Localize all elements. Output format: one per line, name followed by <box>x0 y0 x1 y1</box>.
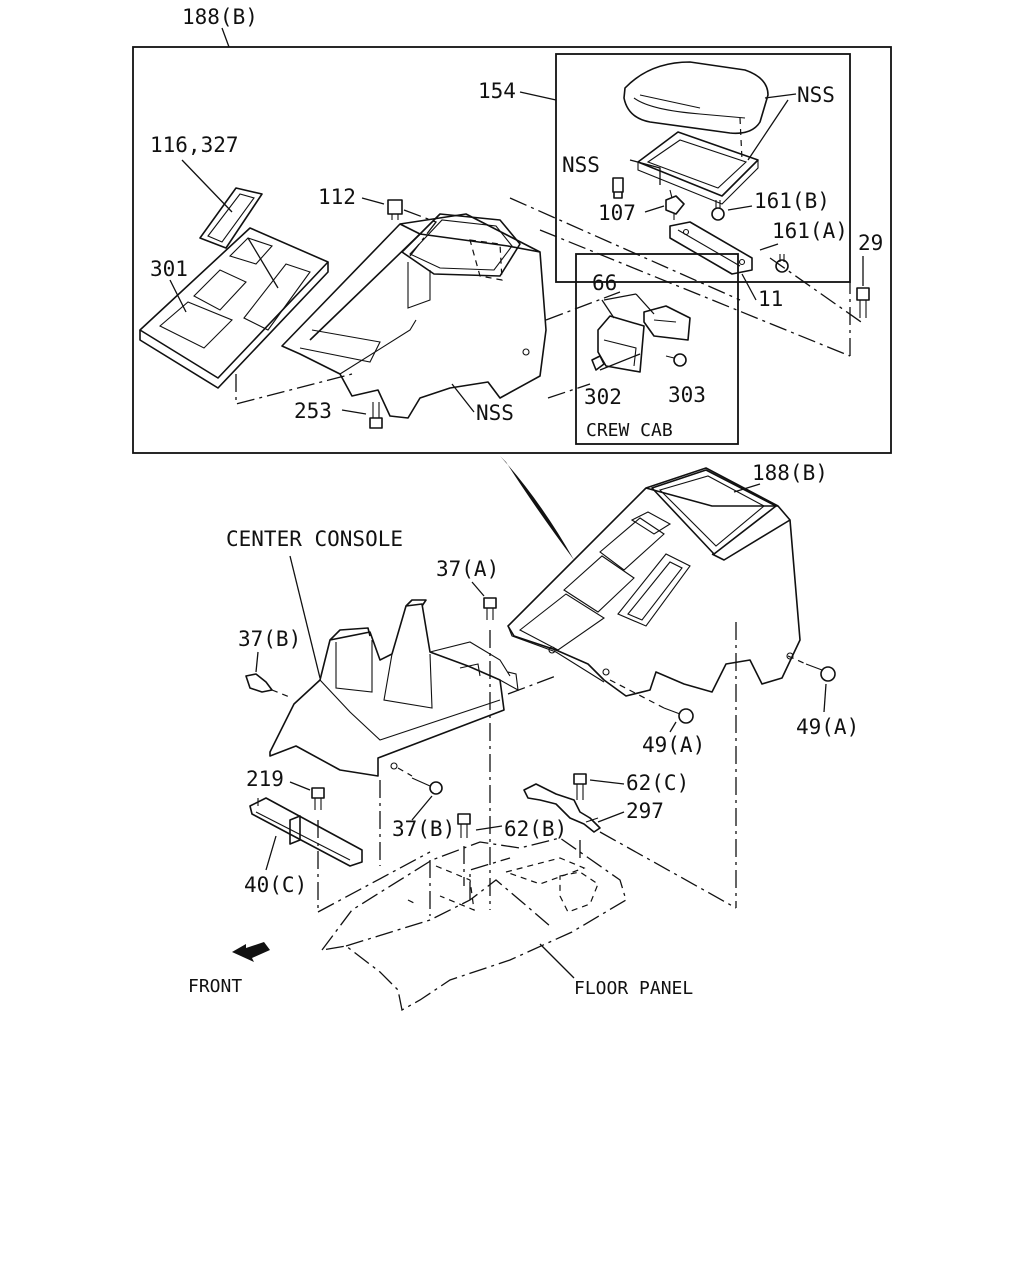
label-66: 66 <box>592 271 617 295</box>
label-front: FRONT <box>188 976 242 997</box>
label-floor-panel: FLOOR PANEL <box>574 978 693 999</box>
lid-subassembly-frame <box>555 53 851 283</box>
label-29: 29 <box>858 231 883 255</box>
label-37b-lower: 37(B) <box>392 817 455 841</box>
label-107: 107 <box>598 201 636 225</box>
label-188b-mid: 188(B) <box>752 461 828 485</box>
label-161b: 161(B) <box>754 189 830 213</box>
label-49a-mid: 49(A) <box>642 733 705 757</box>
view-arrow <box>500 456 574 560</box>
screw-62b <box>457 813 471 838</box>
label-62c: 62(C) <box>626 771 689 795</box>
screw-161b <box>711 200 725 221</box>
screw-161a <box>775 254 789 273</box>
label-161a: 161(A) <box>772 219 848 243</box>
screw-62c <box>573 773 587 800</box>
bracket-11 <box>669 221 753 275</box>
label-188b-top: 188(B) <box>182 5 258 29</box>
lid-base-plate <box>637 131 759 205</box>
label-37a: 37(A) <box>436 557 499 581</box>
screw-219 <box>311 787 325 810</box>
center-console <box>269 599 519 777</box>
clip-112 <box>387 199 403 220</box>
exploded-view-frame <box>132 46 892 454</box>
label-nss-console: NSS <box>476 401 514 425</box>
screw-303 <box>665 353 687 367</box>
label-37b-left: 37(B) <box>238 627 301 651</box>
label-302: 302 <box>584 385 622 409</box>
trim-panel-301 <box>139 227 329 389</box>
crew-cab-frame <box>575 253 739 445</box>
label-303: 303 <box>668 383 706 407</box>
clip-37b-left <box>245 673 273 693</box>
bolt-49a-mid <box>663 707 694 724</box>
label-nss-lid: NSS <box>797 83 835 107</box>
screw-37a <box>483 597 497 620</box>
label-219: 219 <box>246 767 284 791</box>
screw-253 <box>369 402 383 429</box>
screw-37b-lower <box>411 777 443 795</box>
bolt-29 <box>856 256 870 318</box>
plate-116-327 <box>199 187 279 289</box>
label-center-console: CENTER CONSOLE <box>226 527 403 551</box>
label-49a-right: 49(A) <box>796 715 859 739</box>
label-297: 297 <box>626 799 664 823</box>
label-62b: 62(B) <box>504 817 567 841</box>
crew-cab-bracket-66 <box>597 305 691 373</box>
label-301: 301 <box>150 257 188 281</box>
label-crew-cab: CREW CAB <box>586 420 673 441</box>
front-arrow-icon <box>232 942 270 962</box>
assembled-console-188b <box>507 467 801 697</box>
bolt-49a-right <box>805 663 836 682</box>
label-154: 154 <box>478 79 516 103</box>
label-40c: 40(C) <box>244 873 307 897</box>
label-11: 11 <box>758 287 783 311</box>
floor-panel <box>320 837 627 1012</box>
console-body <box>281 213 547 419</box>
label-nss-screw: NSS <box>562 153 600 177</box>
label-253: 253 <box>294 399 332 423</box>
label-112: 112 <box>318 185 356 209</box>
armrest-lid <box>623 61 769 135</box>
bracket-40c <box>249 797 363 867</box>
clip-107 <box>665 189 685 220</box>
nss-screw <box>612 177 624 199</box>
label-116-327: 116,327 <box>150 133 239 157</box>
harness-bracket-297 <box>523 783 601 833</box>
nut-302 <box>591 355 605 371</box>
